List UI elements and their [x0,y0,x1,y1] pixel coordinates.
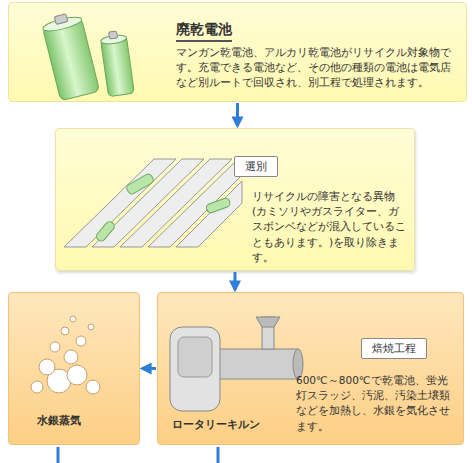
text-holder: リサイクルの障害となる異物(カミソリやガスライター、ガスボンベなどが混入している… [252,189,408,265]
process-box: 廃乾電池マンガン乾電池、アルカリ乾電池がリサイクル対象物です。充電できる電池など… [8,2,467,102]
node-title: 水銀蒸気 [37,413,81,429]
step-label: 焙焼工程 [361,338,427,359]
node-body: リサイクルの障害となる異物(カミソリやガスライター、ガスボンベなどが混入している… [252,189,408,265]
node-body: マンガン乾電池、アルカリ乾電池がリサイクル対象物です。充電できる電池など、その他… [176,45,461,91]
sorting-rollers-illustration [56,129,246,269]
text-holder: 選別 [234,155,278,177]
node-body: 600℃～800℃で乾電池、蛍光灯スラッジ、汚泥、汚染土壌類などを加熱し、水銀を… [296,373,456,434]
step-label: 選別 [234,156,278,177]
text-holder: マンガン乾電池、アルカリ乾電池がリサイクル対象物です。充電できる電池など、その他… [176,45,461,91]
vapor-bubbles-illustration [9,301,141,411]
text-holder: 水銀蒸気 [37,413,81,429]
process-box: 選別リサイクルの障害となる異物(カミソリやガスライター、ガスボンベなどが混入して… [55,128,415,271]
text-holder: ロータリーキルン [172,417,260,433]
battery-illustration [9,3,169,103]
process-box: 水銀蒸気 [8,292,140,445]
flow-arrow [236,103,239,126]
node-title: 廃乾電池 [176,19,232,42]
node-body: ロータリーキルン [172,417,260,433]
flow-arrow [142,367,156,370]
process-box: 焙焼工程 600℃～800℃で乾電池、蛍光灯スラッジ、汚泥、汚染土壌類などを加熱し… [157,292,464,445]
text-holder: 600℃～800℃で乾電池、蛍光灯スラッジ、汚泥、汚染土壌類などを加熱し、水銀を… [296,373,456,434]
text-holder: 廃乾電池 [176,19,316,42]
flow-arrow [234,272,237,290]
text-holder: 焙焼工程 [361,337,427,359]
rotary-kiln-illustration [158,303,308,423]
